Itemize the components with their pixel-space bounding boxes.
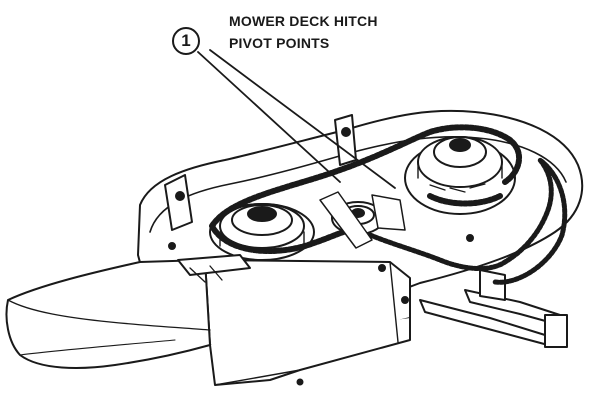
discharge-chute	[5, 259, 211, 369]
left-hitch-bracket	[164, 174, 193, 231]
callout-label-line2: PIVOT POINTS	[229, 35, 330, 51]
leader-line-left	[197, 51, 341, 183]
callout-number: 1	[172, 27, 200, 55]
drive-belt	[209, 124, 522, 254]
leader-line-right	[209, 49, 396, 189]
callout-label: MOWER DECK HITCH PIVOT POINTS	[229, 10, 378, 54]
belt-routing	[367, 157, 568, 285]
callout-label-line1: MOWER DECK HITCH	[229, 13, 378, 29]
